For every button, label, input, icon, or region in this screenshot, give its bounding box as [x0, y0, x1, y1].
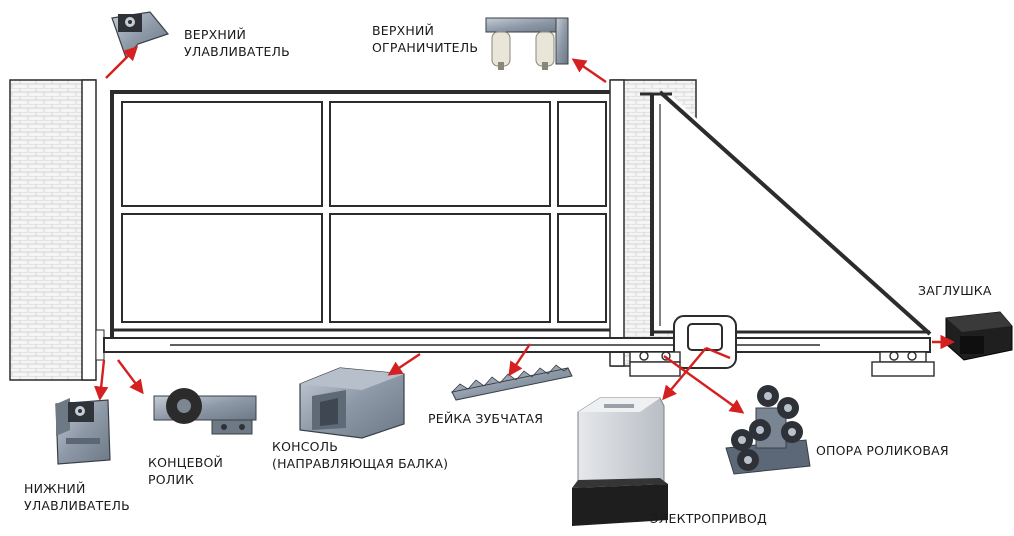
- arrow-upper-limiter: [571, 58, 607, 83]
- gate-leaf: [110, 90, 616, 342]
- arrow-end-roller: [117, 359, 144, 395]
- arrow-console: [387, 353, 421, 376]
- lower-catcher-part: [55, 398, 111, 465]
- end-cap-part: [945, 311, 1013, 361]
- gear-rack-part: [450, 364, 573, 401]
- console-beam-part: [299, 367, 405, 439]
- arrow-gear-rack: [508, 343, 531, 377]
- label-upper-limiter: ВЕРХНИЙ ОГРАНИЧИТЕЛЬ: [372, 23, 479, 55]
- label-roller-support: ОПОРА РОЛИКОВАЯ: [816, 443, 949, 458]
- label-lower-catcher: НИЖНИЙ УЛАВЛИВАТЕЛЬ: [24, 481, 130, 513]
- drive-outline: [673, 315, 737, 369]
- label-upper-catcher: ВЕРХНИЙ УЛАВЛИВАТЕЛЬ: [184, 27, 290, 59]
- arrow-drive: [662, 347, 707, 401]
- guide-beam: [103, 337, 931, 353]
- label-gear-rack: РЕЙКА ЗУБЧАТАЯ: [428, 411, 544, 426]
- label-end-cap: ЗАГЛУШКА: [918, 283, 992, 298]
- roller-support-part: [725, 385, 811, 475]
- counterbalance-frame: [640, 90, 932, 336]
- arrow-upper-catcher: [105, 45, 139, 79]
- label-console: КОНСОЛЬ (НАПРАВЛЯЮЩАЯ БАЛКА): [272, 439, 449, 471]
- pointer-arrows: [94, 45, 955, 414]
- upper-limiter-part: [485, 17, 569, 70]
- label-drive: ЭЛЕКТРОПРИВОД: [650, 511, 767, 526]
- roller-carriages: [629, 351, 935, 377]
- electric-drive-part: [572, 397, 668, 526]
- upper-catcher-part: [111, 11, 170, 60]
- arrow-roller-support: [663, 355, 745, 414]
- end-roller-part: [153, 388, 257, 435]
- left-pillar: [9, 79, 105, 381]
- arrow-lower-catcher: [94, 359, 109, 401]
- arrow-drive-helper: [705, 346, 731, 360]
- label-end-roller: КОНЦЕВОЙ РОЛИК: [148, 455, 224, 487]
